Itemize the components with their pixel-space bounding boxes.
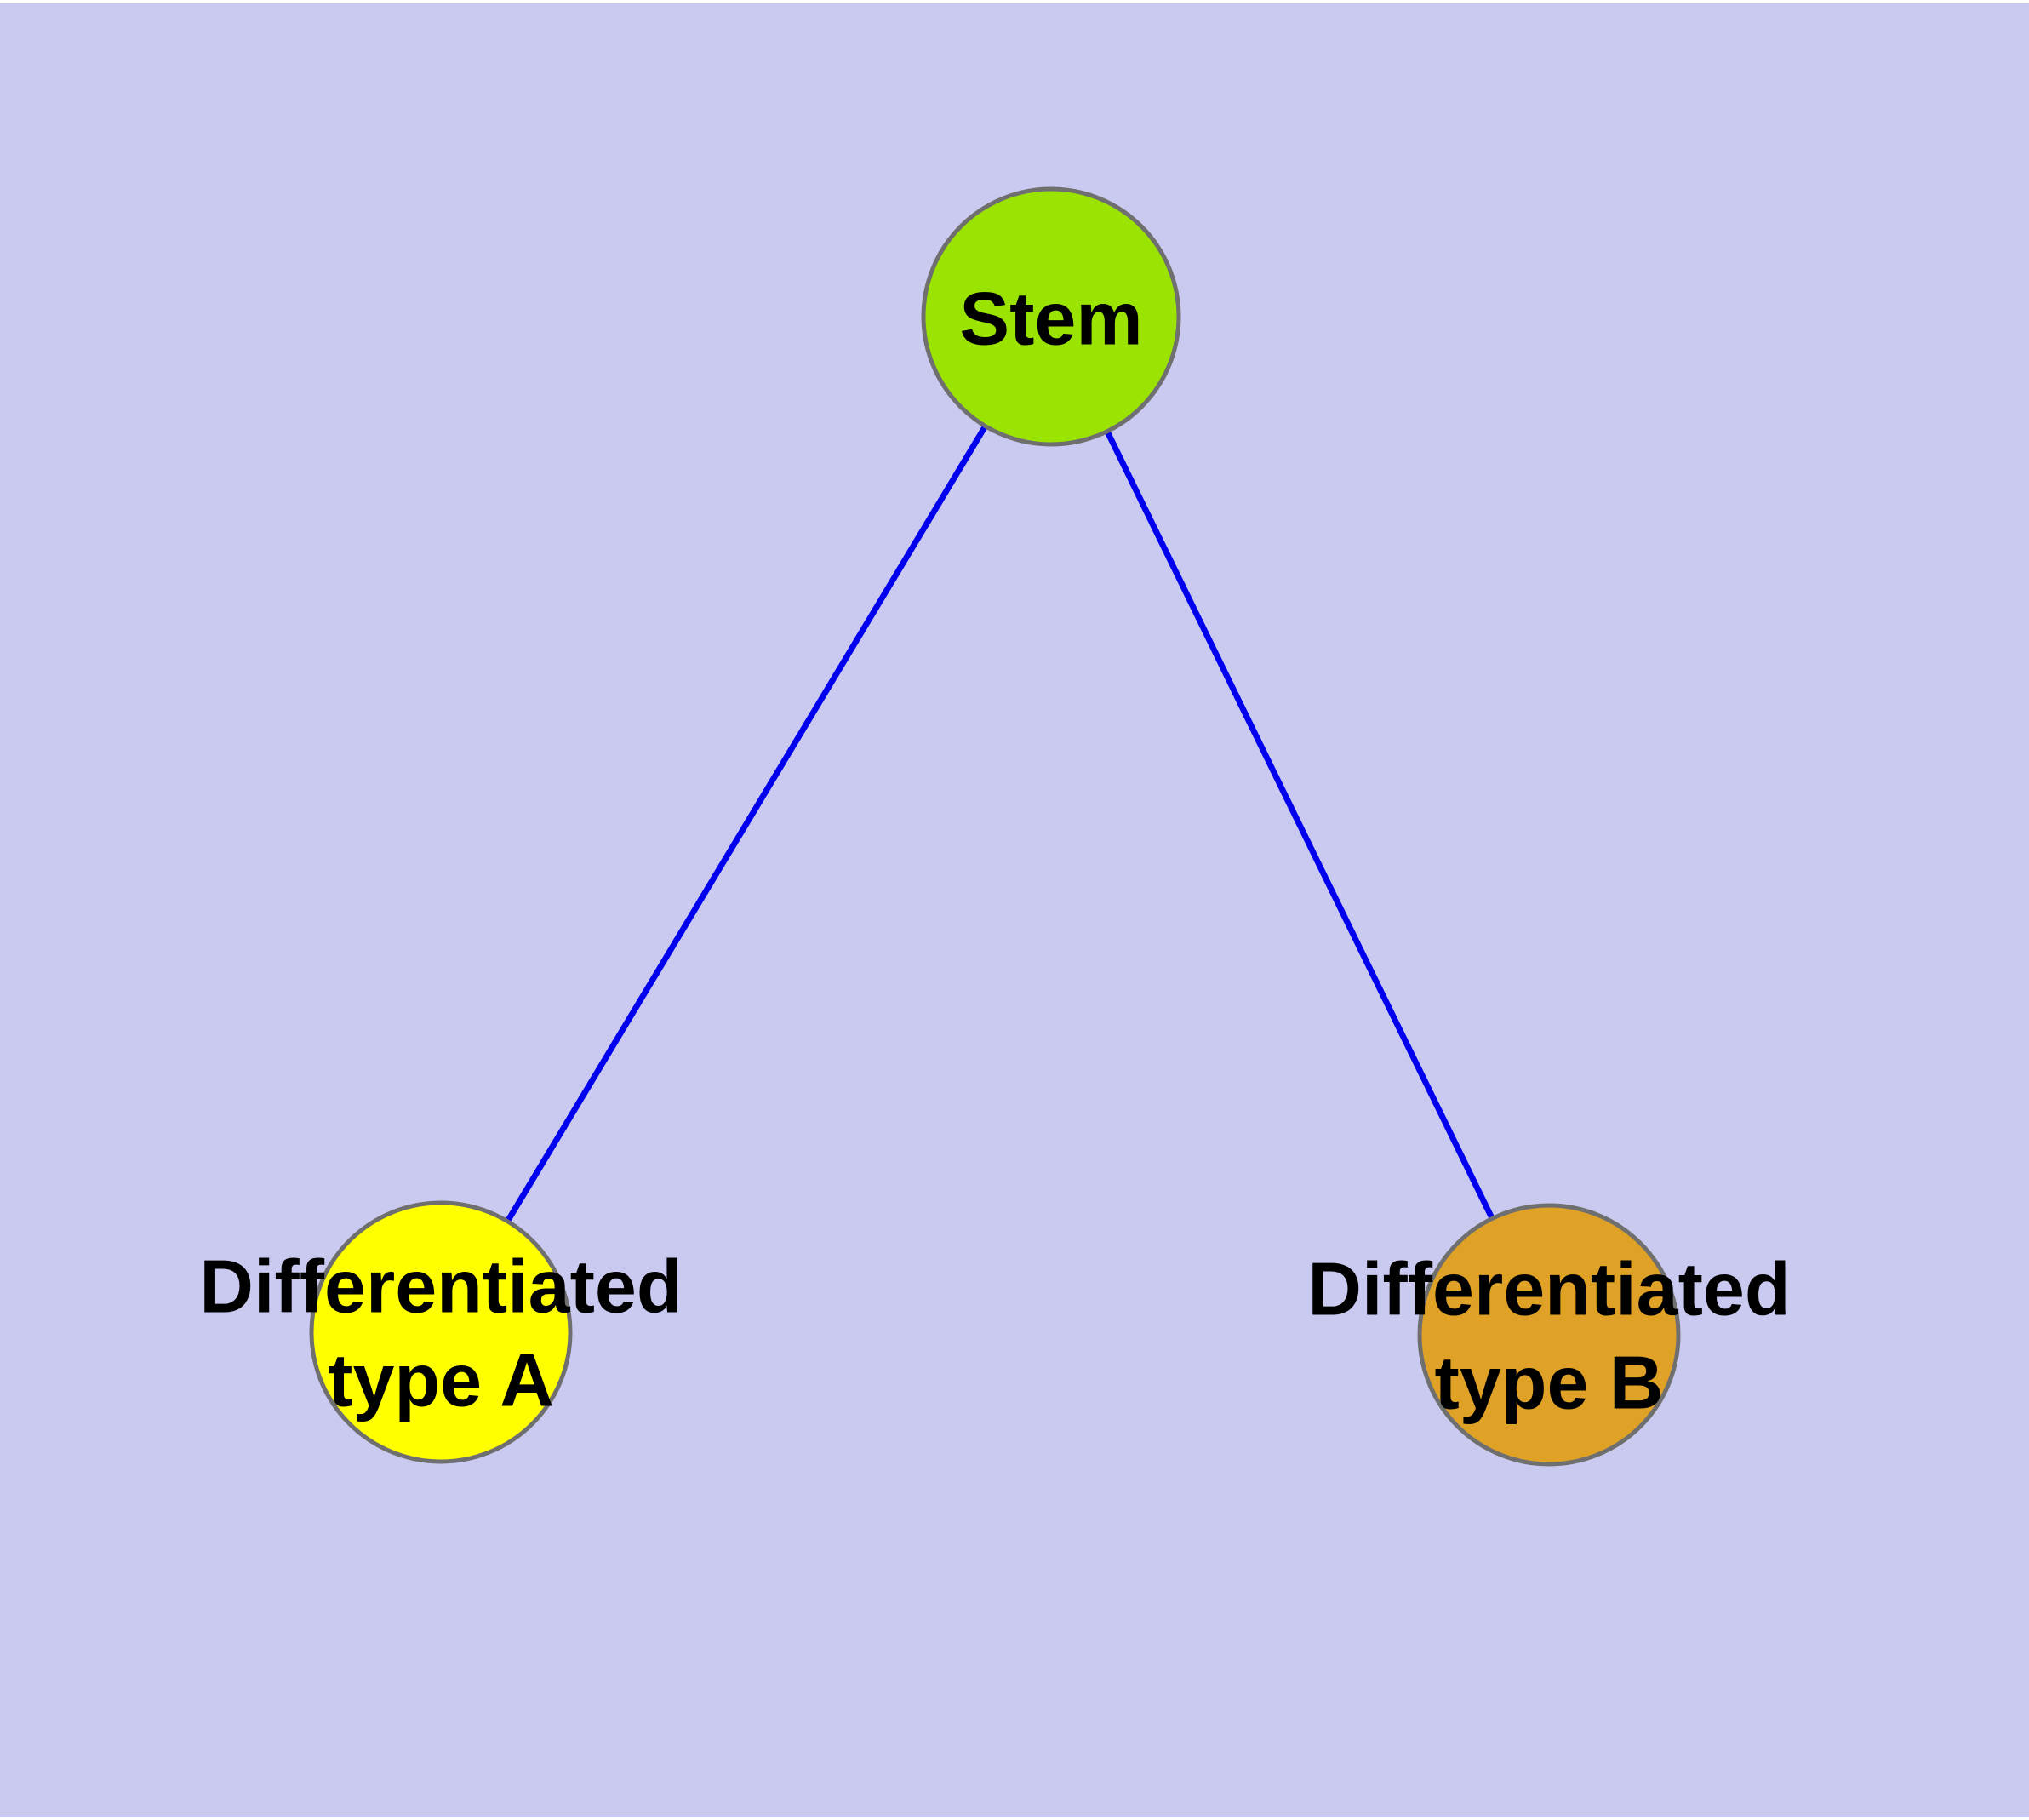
edge-stem-to-type-b [1048, 315, 1552, 1336]
edge-stem-to-type-a [438, 315, 1054, 1334]
node-stem-border [921, 186, 1181, 447]
node-stem [923, 189, 1179, 444]
node-differentiated-type-b-border [1417, 1203, 1681, 1467]
node-type-a-label-line-1: Differentiated [199, 1245, 682, 1329]
node-type-b-label-line-1: Differentiated [1307, 1247, 1790, 1331]
node-differentiated-type-a-border [309, 1200, 573, 1464]
node-type-a-label-line-2: type A [328, 1338, 554, 1422]
node-type-b-label-line-2: type B [1435, 1341, 1664, 1425]
node-differentiated-type-a [311, 1203, 570, 1462]
node-stem-label: Stem [959, 277, 1142, 361]
node-differentiated-type-b [1420, 1205, 1678, 1464]
